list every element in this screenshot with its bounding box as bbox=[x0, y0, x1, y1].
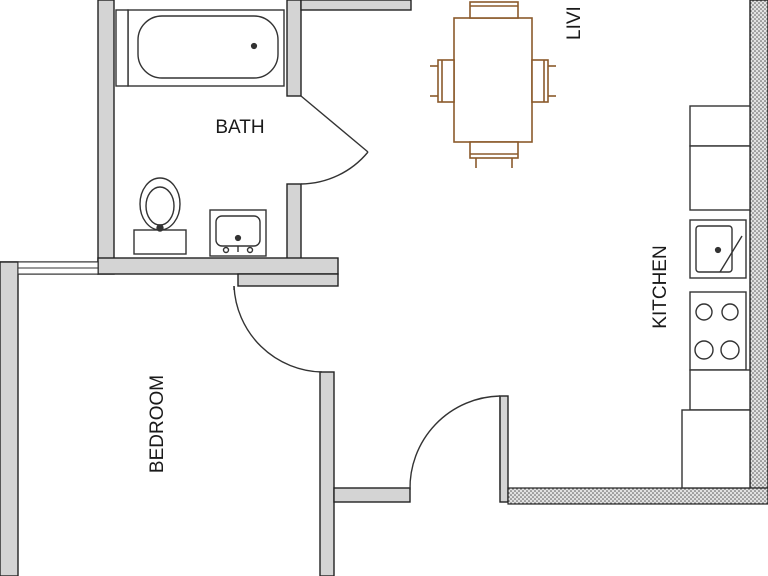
top-stub-wall bbox=[300, 0, 412, 11]
room-label-kitchen: KITCHEN bbox=[650, 245, 671, 328]
south-exterior-wall bbox=[507, 487, 768, 505]
refrigerator bbox=[681, 409, 751, 489]
toilet bbox=[133, 177, 187, 255]
entry-door-swing bbox=[409, 395, 501, 491]
kitchen-range bbox=[689, 291, 747, 371]
counter-upper bbox=[689, 105, 751, 147]
bedroom-door-swing bbox=[233, 285, 323, 373]
burner-2 bbox=[721, 303, 739, 321]
counter-lower bbox=[689, 369, 751, 411]
entry-door-jamb bbox=[499, 395, 509, 503]
bath-door-leaf bbox=[300, 95, 369, 153]
doors bbox=[233, 95, 501, 491]
burner-1 bbox=[695, 303, 713, 321]
bath-sink bbox=[209, 209, 267, 257]
bedroom-window bbox=[17, 261, 99, 275]
entry-stub-left bbox=[333, 487, 411, 503]
kitchen-east-wall bbox=[749, 0, 768, 501]
kitchen-counter bbox=[681, 105, 751, 489]
room-label-bath: BATH bbox=[215, 117, 264, 138]
bathtub bbox=[115, 9, 285, 87]
chair-bottom bbox=[469, 141, 519, 159]
counter-cabinet bbox=[689, 145, 751, 211]
partition-stub bbox=[237, 273, 339, 287]
dining-table bbox=[453, 17, 533, 143]
room-label-bedroom: BEDROOM bbox=[147, 375, 168, 473]
burner-4 bbox=[720, 340, 740, 360]
dining-set bbox=[430, 1, 556, 168]
bath-door-swing bbox=[300, 151, 369, 185]
chair-left bbox=[437, 59, 455, 103]
bath-south-wall bbox=[97, 257, 339, 275]
room-label-living: LIVI bbox=[564, 6, 585, 40]
bedroom-east-wall bbox=[319, 371, 335, 576]
chair-top bbox=[469, 1, 519, 19]
burner-3 bbox=[694, 340, 714, 360]
chair-right bbox=[531, 59, 549, 103]
bedroom-west-wall bbox=[0, 261, 19, 576]
bath-west-wall bbox=[97, 0, 115, 275]
bath-east-wall-upper bbox=[286, 0, 302, 97]
